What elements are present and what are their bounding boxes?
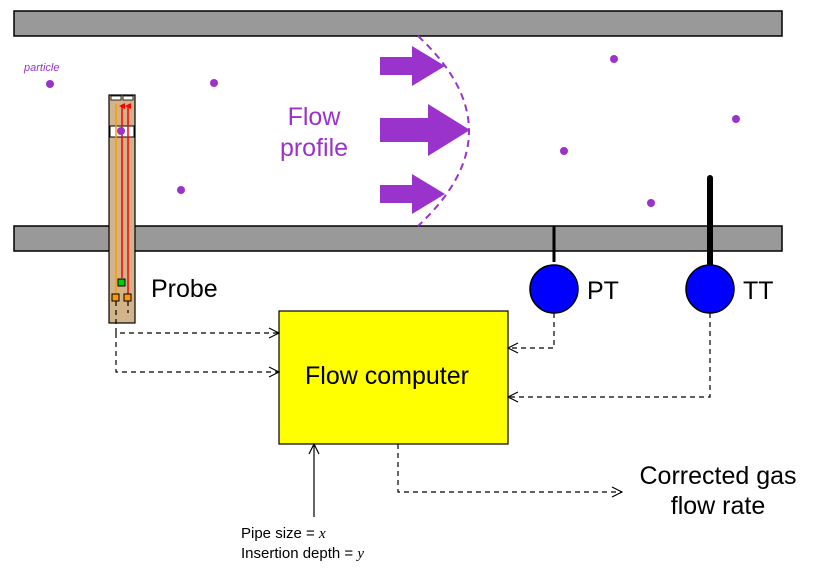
particle-dot	[647, 199, 655, 207]
pipe-wall-bottom	[13, 225, 783, 252]
probe-signal-1	[115, 301, 279, 333]
probe-terminal-right	[123, 293, 132, 302]
particle-dot	[177, 186, 185, 194]
probe-terminal-left	[111, 293, 120, 302]
pipe-wall-top	[13, 10, 783, 37]
insertion-depth-label: Insertion depth = y	[241, 545, 364, 562]
probe-sample-particle	[117, 127, 125, 135]
probe-sensor-green	[117, 278, 126, 287]
flow-computer-box	[278, 310, 509, 445]
flow-arrow-top	[380, 46, 445, 86]
tt-label: TT	[743, 277, 774, 305]
output-signal	[397, 444, 622, 492]
pt-label: PT	[587, 277, 619, 305]
pipe-size-prefix: Pipe size =	[241, 525, 319, 542]
probe-tip-cap-right	[122, 95, 134, 101]
pt-transmitter-bubble	[529, 264, 579, 314]
velocity-profile-curve	[417, 35, 470, 227]
particles	[46, 55, 740, 207]
signal-lines	[115, 301, 711, 492]
pipe-size-label: Pipe size = x	[241, 525, 326, 542]
flow-profile-label-line2: profile	[280, 134, 348, 162]
insertion-depth-var: y	[355, 546, 364, 562]
particle-dot	[46, 80, 54, 88]
probe-label: Probe	[151, 275, 218, 303]
flow-arrows	[380, 46, 470, 214]
flow-arrow-bottom	[380, 174, 445, 214]
probe-signal-2	[115, 301, 279, 372]
pt-signal	[508, 313, 555, 348]
tt-transmitter-bubble	[685, 264, 735, 314]
probe-tip-cap-left	[110, 95, 122, 101]
pipe-size-var: x	[318, 526, 326, 542]
flow-computer-label: Flow computer	[305, 362, 469, 390]
flow-arrow-middle	[380, 104, 470, 156]
insertion-depth-prefix: Insertion depth =	[241, 545, 357, 562]
tt-signal	[508, 313, 711, 397]
particle-dot	[610, 55, 618, 63]
flow-profile-label-line1: Flow	[288, 103, 342, 131]
insertion-probe	[108, 94, 136, 324]
particle-dot	[210, 79, 218, 87]
particle-label: particle	[23, 62, 59, 74]
output-label-line2: flow rate	[671, 492, 765, 520]
particle-dot	[732, 115, 740, 123]
particle-dot	[560, 147, 568, 155]
output-label-line1: Corrected gas	[639, 462, 796, 490]
